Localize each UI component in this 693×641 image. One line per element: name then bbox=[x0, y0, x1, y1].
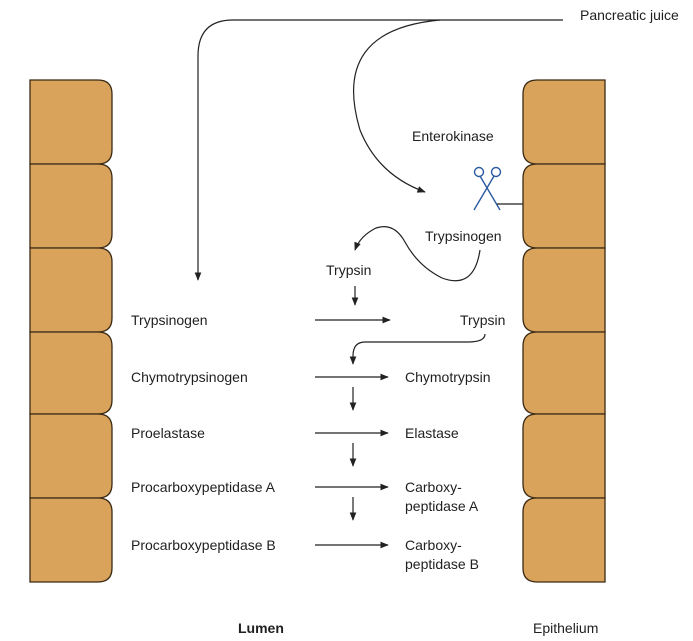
trypsin-loop-label: Trypsin bbox=[326, 262, 372, 278]
zymogen-label: Proelastase bbox=[131, 425, 205, 441]
epithelium-label: Epithelium bbox=[533, 620, 599, 636]
cell bbox=[29, 413, 113, 499]
scissors-icon bbox=[473, 166, 523, 211]
enzyme-label: Carboxy- peptidase A bbox=[405, 479, 479, 514]
conversion-arrows bbox=[315, 316, 391, 549]
enzyme-label: Trypsin bbox=[460, 312, 506, 328]
cell bbox=[522, 247, 606, 333]
enterokinase-label: Enterokinase bbox=[412, 128, 494, 144]
left-cell-wall bbox=[29, 79, 113, 583]
pancreatic-juice-label: Pancreatic juice bbox=[580, 7, 679, 23]
cell bbox=[29, 497, 113, 583]
zymogen-label: Procarboxypeptidase B bbox=[131, 537, 276, 553]
trypsinogen-squiggle bbox=[354, 226, 481, 282]
cell bbox=[522, 79, 606, 165]
zymogen-label: Trypsinogen bbox=[131, 312, 208, 328]
trypsinogen-wall-label: Trypsinogen bbox=[425, 228, 502, 244]
cell bbox=[522, 413, 606, 499]
cell bbox=[29, 163, 113, 249]
activation-loop bbox=[349, 226, 486, 365]
right-cell-wall bbox=[522, 79, 606, 583]
cell bbox=[29, 331, 113, 415]
cell bbox=[522, 163, 606, 249]
cell bbox=[29, 247, 113, 333]
enzyme-label: Elastase bbox=[405, 425, 459, 441]
lumen-label: Lumen bbox=[238, 620, 284, 636]
zymogen-label: Procarboxypeptidase A bbox=[131, 479, 275, 495]
cell bbox=[522, 331, 606, 415]
cell bbox=[29, 79, 113, 165]
inflow-arrows bbox=[194, 19, 563, 281]
pancreatic-juice-line bbox=[194, 19, 563, 281]
trypsin-feedback-line bbox=[349, 333, 486, 365]
zymogen-label: Chymotrypsinogen bbox=[131, 369, 248, 385]
enzyme-label: Chymotrypsin bbox=[405, 369, 491, 385]
juice-to-enterokinase-arrow bbox=[352, 19, 441, 193]
enzyme-label: Carboxy- peptidase B bbox=[405, 537, 479, 572]
cell bbox=[522, 497, 606, 583]
